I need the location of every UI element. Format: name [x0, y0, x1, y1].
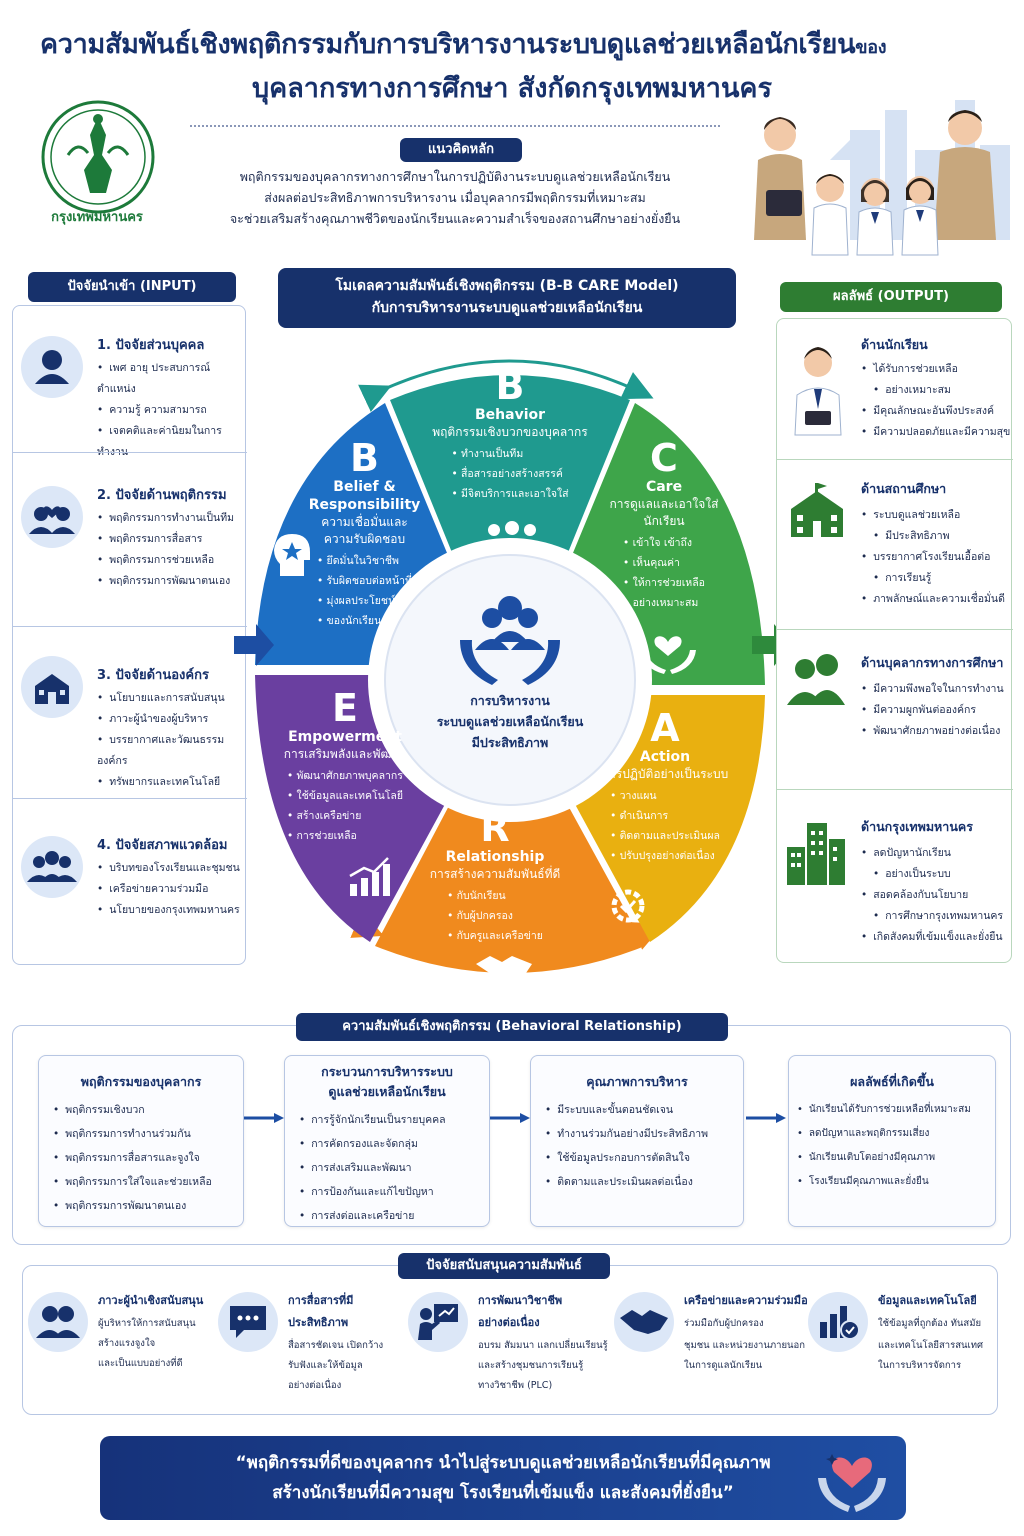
- team-icon: [482, 521, 542, 554]
- output-label: ผลลัพธ์ (OUTPUT): [780, 282, 1002, 312]
- segment-empowerment-text: E Empowerment การเสริมพลังและพัฒนา พัฒนา…: [270, 688, 420, 846]
- support-label: ปัจจัยสนับสนุนความสัมพันธ์: [398, 1253, 610, 1279]
- relationship-card-process: กระบวนการบริหารระบบดูแลช่วยเหลือนักเรียน…: [284, 1055, 490, 1227]
- bangkok-logo-icon: [41, 100, 155, 214]
- input-bullets: พฤติกรรมการทำงานเป็นทีมพฤติกรรมการสื่อสา…: [97, 508, 234, 592]
- page-title-line1: ความสัมพันธ์เชิงพฤติกรรมกับการบริหารงานร…: [40, 29, 887, 60]
- input-bullets: เพศ อายุ ประสบการณ์ ตำแหน่งความรู้ ความส…: [97, 358, 247, 463]
- concept-label: แนวคิดหลัก: [400, 138, 522, 162]
- group-icon: [21, 836, 83, 898]
- relationship-card-behavior: พฤติกรรมของบุคลากร พฤติกรรมเชิงบวกพฤติกร…: [38, 1055, 244, 1227]
- input-panel: 1. ปัจจัยส่วนบุคคล เพศ อายุ ประสบการณ์ ต…: [12, 305, 247, 965]
- city-icon: [787, 823, 845, 885]
- flow-arrow: [244, 1113, 284, 1123]
- concept-text: พฤติกรรมของบุคลากรทางการศึกษาในการปฏิบัต…: [229, 169, 681, 226]
- segment-action-text: A Action การปฏิบัติอย่างเป็นระบบ วางแผนด…: [590, 708, 740, 866]
- leader-icon: [28, 1292, 88, 1352]
- logo-caption: กรุงเทพมหานคร: [51, 210, 143, 225]
- heart-hands-icon: [640, 636, 696, 674]
- student-icon: [794, 347, 842, 436]
- handshake-icon: [476, 956, 532, 980]
- segment-belief-text: B Belief & Responsibility ความเชื่อมั่นแ…: [302, 438, 427, 631]
- relationship-label: ความสัมพันธ์เชิงพฤติกรรม (Behavioral Rel…: [296, 1013, 728, 1041]
- segment-behavior-text: B Behavior พฤติกรรมเชิงบวกของบุคลากร ทำง…: [420, 366, 600, 504]
- school-building-icon: [21, 656, 83, 718]
- segment-care-text: C Care การดูแลและเอาใจใส่ นักเรียน เข้าใ…: [594, 438, 734, 613]
- quote-banner: “พฤติกรรมที่ดีของบุคลากร นำไปสู่ระบบดูแล…: [100, 1436, 906, 1520]
- wheel-center-text: การบริหารงาน ระบบดูแลช่วยเหลือนักเรียน ม…: [436, 693, 584, 750]
- person-icon: [21, 336, 83, 398]
- divider: [190, 125, 720, 127]
- input-bullets: นโยบายและการสนับสนุนภาวะผู้นำของผู้บริหา…: [97, 688, 247, 793]
- school-icon: [791, 483, 843, 537]
- relationship-card-quality: คุณภาพการบริหาร มีระบบและขั้นตอนชัดเจนทำ…: [530, 1055, 744, 1227]
- bb-care-wheel: [255, 359, 765, 973]
- teacher-board-icon: [408, 1292, 468, 1352]
- head-star-icon: [274, 534, 310, 576]
- teachers-students-illustration: [754, 100, 1010, 256]
- top-arc-arrow: [358, 359, 654, 412]
- heart-hands-icon: [818, 1454, 886, 1512]
- input-bullets: บริบทของโรงเรียนและชุมชนเครือข่ายความร่ว…: [97, 858, 240, 921]
- gear-check-icon: [611, 889, 645, 923]
- hands-people-icon: [460, 596, 560, 685]
- growth-chart-icon: [349, 857, 390, 896]
- model-title: โมเดลความสัมพันธ์เชิงพฤติกรรม (B-B CARE …: [278, 268, 736, 328]
- page-title-line2: บุคลากรทางการศึกษา สังกัดกรุงเทพมหานคร: [252, 73, 772, 104]
- flow-arrow: [746, 1113, 786, 1123]
- flow-arrow: [490, 1113, 530, 1123]
- relationship-card-outcome: ผลลัพธ์ที่เกิดขึ้น นักเรียนได้รับการช่วย…: [788, 1055, 996, 1227]
- output-panel: ด้านนักเรียน ได้รับการช่วยเหลืออย่างเหมา…: [776, 318, 1013, 963]
- input-label: ปัจจัยนำเข้า (INPUT): [28, 272, 236, 302]
- people-heart-icon: [21, 486, 83, 548]
- segment-relationship-text: R Relationship การสร้างความสัมพันธ์ที่ดี…: [410, 808, 580, 946]
- handshake-icon: [614, 1292, 674, 1352]
- staff-icon: [787, 654, 845, 705]
- data-chart-icon: [808, 1292, 868, 1352]
- chat-icon: [218, 1292, 278, 1352]
- input-arrow: [234, 624, 274, 666]
